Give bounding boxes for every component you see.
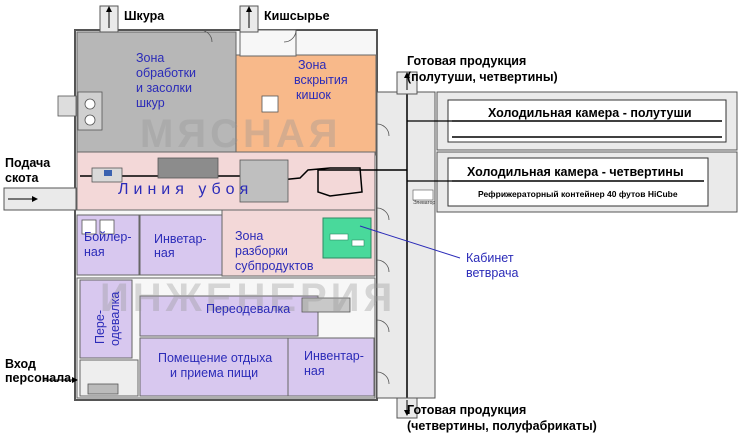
bottom-product-arrow-head [404,410,410,416]
product-bottom-label-1: Готовая продукция [407,403,527,417]
gut-zone-label-1: Зона [298,58,327,72]
boiler-label-2: ная [84,245,105,259]
door-arc-7 [283,29,297,43]
tank-1 [84,98,96,110]
hide-room-door [57,95,77,117]
offal-zone-label-2: разборки [235,244,288,258]
inventory-b-label-2: ная [304,364,325,378]
cold-room-quarters-inner [447,157,709,207]
vet-label-1: Кабинет [466,251,514,265]
changing-main-area [139,295,319,337]
gut-zone-label-2: вскрытия [294,73,348,87]
hide-zone-area [76,31,237,153]
boiler-equipment-1 [81,219,97,235]
watermark-line-2: ИНЖЕНЕРИЯ [100,276,397,320]
casings-arrow-head [246,6,252,12]
door-arc-5 [376,371,390,385]
staff-in-label-2: персонала [5,371,72,385]
casings-label: Кишсырье [264,9,330,23]
elevator-box [412,189,434,201]
hide-zone-label-2: обработки [136,66,197,80]
changing-vertical-area [79,279,133,359]
hide-zone-label-1: Зона [136,51,165,65]
vet-desk [329,233,349,241]
door-arc-6 [199,29,213,43]
changing-vertical-label-2: одевалка [108,291,122,346]
gut-zone-entrance [239,29,297,57]
product-bottom-label-2: (четвертины, полуфабрикаты) [407,419,597,433]
equipment-4 [104,170,112,176]
cattle-in-label-1: Подача [5,156,51,170]
watermark-line-1: МЯСНАЯ [140,112,342,156]
gut-zone-label-3: кишок [296,88,331,102]
container-label: Рефрижераторный контейнер 40 футов HiCub… [478,189,678,199]
staff-in-label-1: Вход [5,357,36,371]
cold-corridor-area [376,91,436,399]
changing-main-label: Переодевалка [206,302,291,316]
tank-2 [84,114,96,126]
slaughter-line-label: Линия убоя [118,181,254,198]
hides-label: Шкура [124,9,165,23]
product-top-label-2: (полутуши, четвертины) [407,70,558,84]
hide-zone-label-4: шкур [136,96,165,110]
door-arc-3 [376,259,390,273]
staff-locker [87,383,119,395]
hide-arrow-head [106,6,112,12]
gut-equipment [261,95,279,113]
slaughter-hall-area [76,151,376,211]
cattle-entrance [3,187,77,211]
equipment-1 [157,157,219,179]
inventory-label-1: Инветар- [154,232,207,246]
inventory-b-label-1: Инвентар- [304,349,364,363]
top-product-arrow-head [404,72,410,78]
door-arc-1 [376,123,390,137]
boiler-label-1: Бойлер- [84,230,132,244]
vet-desk-2 [351,239,365,247]
hide-zone-label-3: и засолки [136,81,192,95]
product-top-label-1: Готовая продукция [407,54,527,68]
inventory-label-2: ная [154,246,175,260]
offal-zone-label-1: Зона [235,229,264,243]
rest-room-area [139,337,289,397]
vet-label-2: ветврача [466,266,519,280]
cold-room-quarters-label: Холодильная камера - четвертины [467,165,684,179]
vet-leader-line [359,225,461,259]
cattle-in-label-2: скота [5,171,39,185]
door-arc-4 [376,319,390,333]
staff-arrow-head [72,377,78,383]
equipment-2 [239,159,289,203]
changing-vertical-label-1: Пере- [93,309,107,344]
inventory-b-area [287,337,375,397]
cattle-arrow-head [32,196,38,202]
boiler-equipment-2 [99,219,115,235]
cold-room-halves-label: Холодильная камера - полутуши [488,106,692,120]
door-arc-2 [376,207,390,221]
rest-room-label-1: Помещение отдыха [158,351,273,365]
rest-room-label-2: и приема пищи [170,366,259,380]
gut-zone-area [235,54,377,156]
offal-zone-label-3: субпродуктов [235,259,314,273]
elevator-label: Элеватор [413,200,436,206]
inventory-area [139,214,223,276]
staff-sink [301,297,351,313]
